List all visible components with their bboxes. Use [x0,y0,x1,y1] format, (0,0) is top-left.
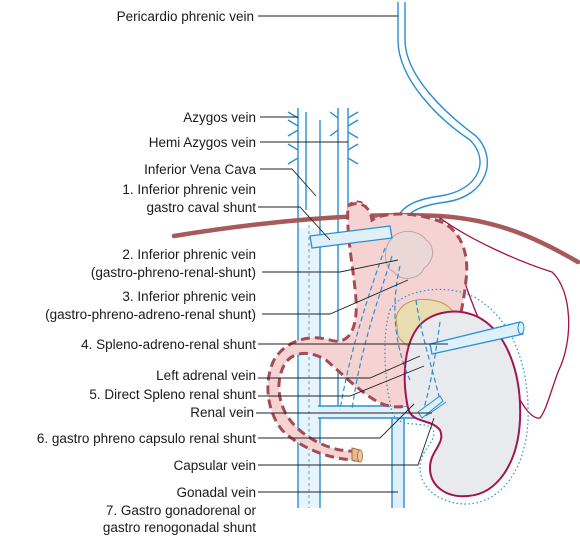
leader-lines [256,15,448,493]
label-shunt-5: 5. Direct Spleno renal shunt [89,387,256,402]
label-hemi-azygos-vein: Hemi Azygos vein [149,135,256,150]
label-shunt-3-line-1: 3. Inferior phrenic vein [122,289,256,304]
duodenum-end-illustration [351,447,363,463]
esophagus-illustration [347,200,367,207]
label-gonadal-vein: Gonadal vein [176,485,256,500]
pericardio-phrenic-vein-illustration [394,2,489,233]
diaphragm-illustration [171,212,580,265]
labels: Pericardio phrenic vein Azygos vein Hemi… [37,9,257,535]
label-azygos-vein: Azygos vein [183,110,256,125]
label-shunt-2-line-2: (gastro-phreno-renal-shunt) [91,265,256,280]
label-capsular-vein: Capsular vein [173,458,256,473]
label-shunt-6: 6. gastro phreno capsulo renal shunt [37,431,256,446]
label-shunt-7-line-2: gastro renogonadal shunt [103,520,256,535]
label-shunt-1-line-2: gastro caval shunt [146,200,256,215]
splenic-vein-illustration [429,321,525,355]
label-shunt-1-line-1: 1. Inferior phrenic vein [122,182,256,197]
label-shunt-7-line-1: 7. Gastro gonadorenal or [106,503,257,518]
capsular-vein-illustration [417,395,447,419]
gonadal-vein-illustration [391,418,405,508]
label-renal-vein: Renal vein [190,405,254,420]
label-pericardio-phrenic-vein: Pericardio phrenic vein [117,9,254,24]
gastric-varices-illustration [385,231,433,279]
label-shunt-2-line-1: 2. Inferior phrenic vein [122,247,256,262]
gastro-caval-shunt-tube [309,225,393,249]
dashed-shunt-paths [339,247,441,411]
label-shunt-3-line-2: (gastro-phreno-adreno-renal shunt) [45,307,256,322]
label-shunt-4: 4. Spleno-adreno-renal shunt [81,337,256,352]
label-inferior-vena-cava: Inferior Vena Cava [144,162,256,177]
label-left-adrenal-vein: Left adrenal vein [156,368,256,383]
